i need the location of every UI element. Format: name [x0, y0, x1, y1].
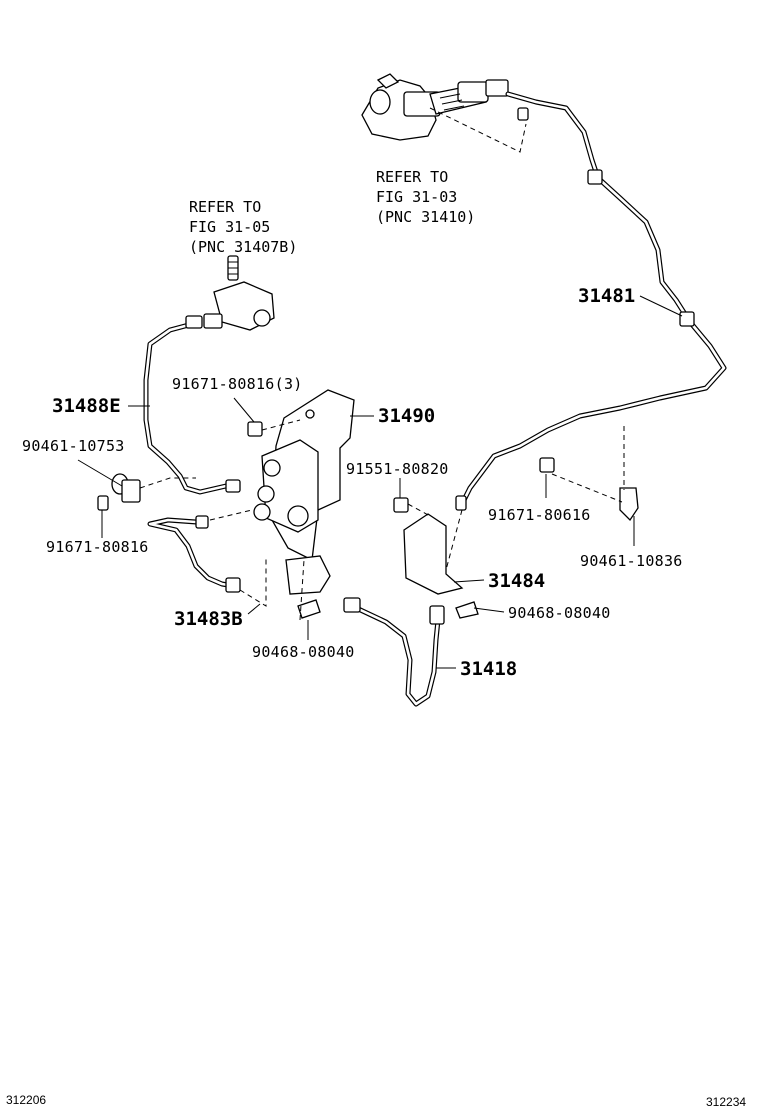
ref-31-05-line3: (PNC 31407B)	[189, 238, 297, 256]
clip-90461-10836-drawing	[619, 487, 639, 522]
master-cylinder-drawing	[361, 73, 509, 141]
clip-90468-08040-right-drawing	[455, 601, 479, 619]
label-31484: 31484	[488, 570, 545, 592]
label-31483B: 31483B	[174, 608, 243, 630]
solid-leaders	[77, 295, 683, 669]
clip-90468-08040-left-drawing	[297, 599, 321, 619]
ref-31-05-line2: FIG 31-05	[189, 218, 270, 236]
label-90461-10836: 90461-10836	[580, 552, 683, 570]
hose-31418-drawing	[343, 597, 445, 707]
ref-31-03-line1: REFER TO	[376, 168, 448, 186]
footer-right-id: 312234	[706, 1095, 746, 1109]
label-91671-80616: 91671-80616	[488, 506, 591, 524]
ref-31-03-line3: (PNC 31410)	[376, 208, 475, 226]
label-31418: 31418	[460, 658, 517, 680]
ref-fig-31-03: REFER TO FIG 31-03 (PNC 31410)	[376, 168, 475, 226]
bolt-91671-80816-3-drawing	[247, 421, 263, 437]
bracket-31490-drawing	[253, 389, 355, 595]
label-91551-80820: 91551-80820	[346, 460, 449, 478]
clip-90461-10753-drawing	[111, 473, 141, 503]
ref-fig-31-05: REFER TO FIG 31-05 (PNC 31407B)	[189, 198, 297, 256]
bracket-31484-drawing	[403, 513, 464, 595]
ref-31-03-line2: FIG 31-03	[376, 188, 457, 206]
label-31490: 31490	[378, 405, 435, 427]
pipe-31488E-drawing	[143, 315, 241, 495]
label-90461-10753: 90461-10753	[22, 437, 125, 455]
leader-master-cylinder	[429, 107, 527, 153]
bolt-91551-80820-drawing	[393, 497, 409, 513]
label-90468-08040-left: 90468-08040	[252, 643, 355, 661]
bolt-91671-80616-drawing	[539, 457, 555, 473]
ref-31-05-line1: REFER TO	[189, 198, 261, 216]
label-91671-80816: 91671-80816	[46, 538, 149, 556]
label-31488E: 31488E	[52, 395, 121, 417]
pipe-31481-drawing	[455, 91, 727, 511]
label-90468-08040-right: 90468-08040	[508, 604, 611, 622]
label-91671-80816-3: 91671-80816(3)	[172, 375, 303, 393]
footer-left-id: 312206	[6, 1093, 46, 1107]
label-31481: 31481	[578, 285, 635, 307]
bolt-91671-80816-drawing	[97, 495, 109, 511]
proportioning-valve-drawing	[203, 255, 275, 331]
pipe-31483B-drawing	[147, 515, 241, 593]
dashed-leaders	[139, 419, 625, 621]
